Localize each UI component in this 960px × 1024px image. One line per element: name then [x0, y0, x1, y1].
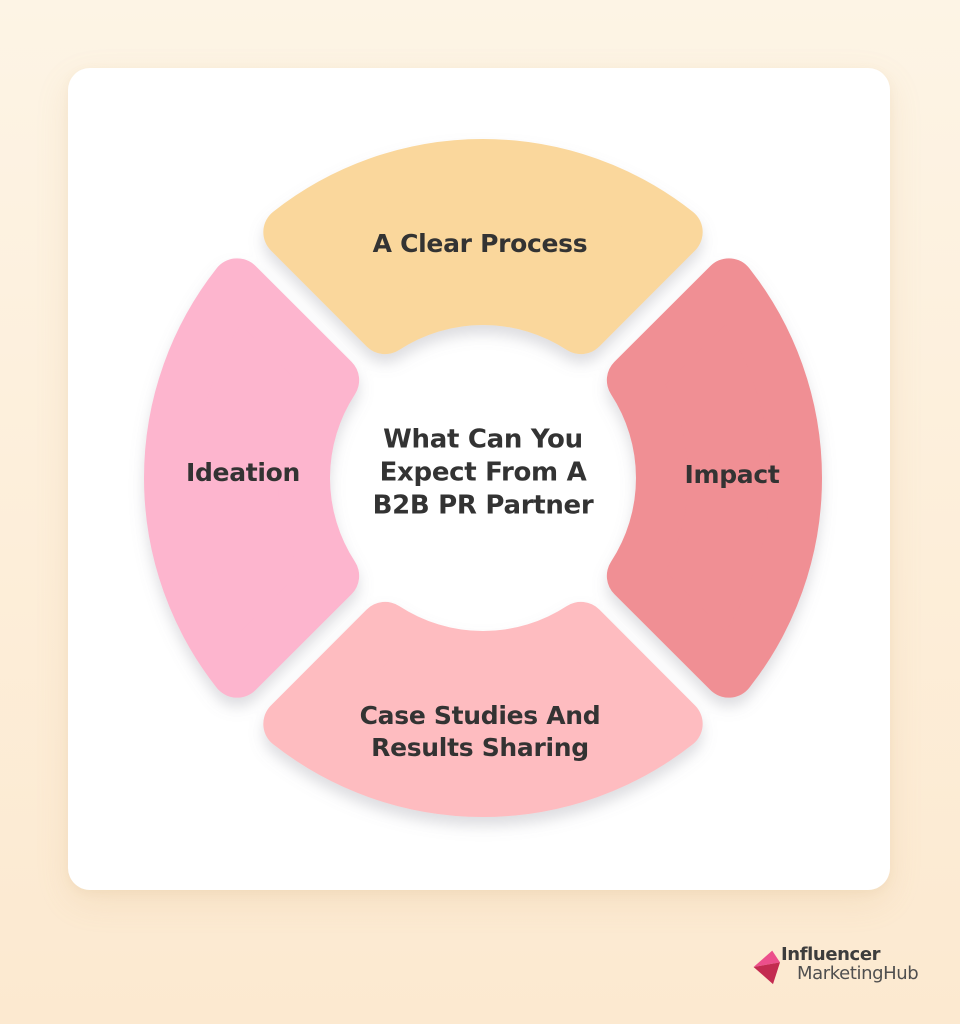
- center-title-line: Expect From A: [379, 457, 587, 488]
- segment-label-clear-process: A Clear Process: [373, 228, 588, 260]
- ring-diagram: [144, 139, 822, 817]
- segment-label-text: Case Studies And: [359, 701, 601, 730]
- segment-label-text: Ideation: [185, 458, 301, 487]
- segment-case-studies: [263, 601, 703, 817]
- segment-label-text: A Clear Process: [372, 229, 588, 258]
- logo-arrow-icon: [753, 950, 780, 985]
- influencer-marketinghub-logo: Influencer MarketingHub: [752, 944, 919, 987]
- logo-line2: MarketingHub: [797, 963, 919, 984]
- segment-label-text: Impact: [684, 460, 780, 489]
- segment-clear-process: [263, 139, 703, 355]
- center-title-line: What Can You: [383, 424, 583, 455]
- diagram-card: A Clear Process Impact Case Studies And …: [68, 68, 890, 890]
- segment-ideation: [144, 258, 360, 698]
- segment-label-text: Results Sharing: [371, 733, 589, 762]
- logo-text: Influencer MarketingHub: [781, 944, 919, 984]
- segment-label-impact: Impact: [684, 459, 779, 491]
- segment-label-ideation: Ideation: [186, 457, 300, 489]
- center-title-line: B2B PR Partner: [372, 490, 594, 521]
- segment-label-case-studies: Case Studies And Results Sharing: [360, 700, 601, 764]
- diagram-center-title: What Can You Expect From A B2B PR Partne…: [373, 424, 594, 523]
- logo-line1: Influencer: [781, 944, 881, 965]
- segment-impact: [606, 258, 822, 698]
